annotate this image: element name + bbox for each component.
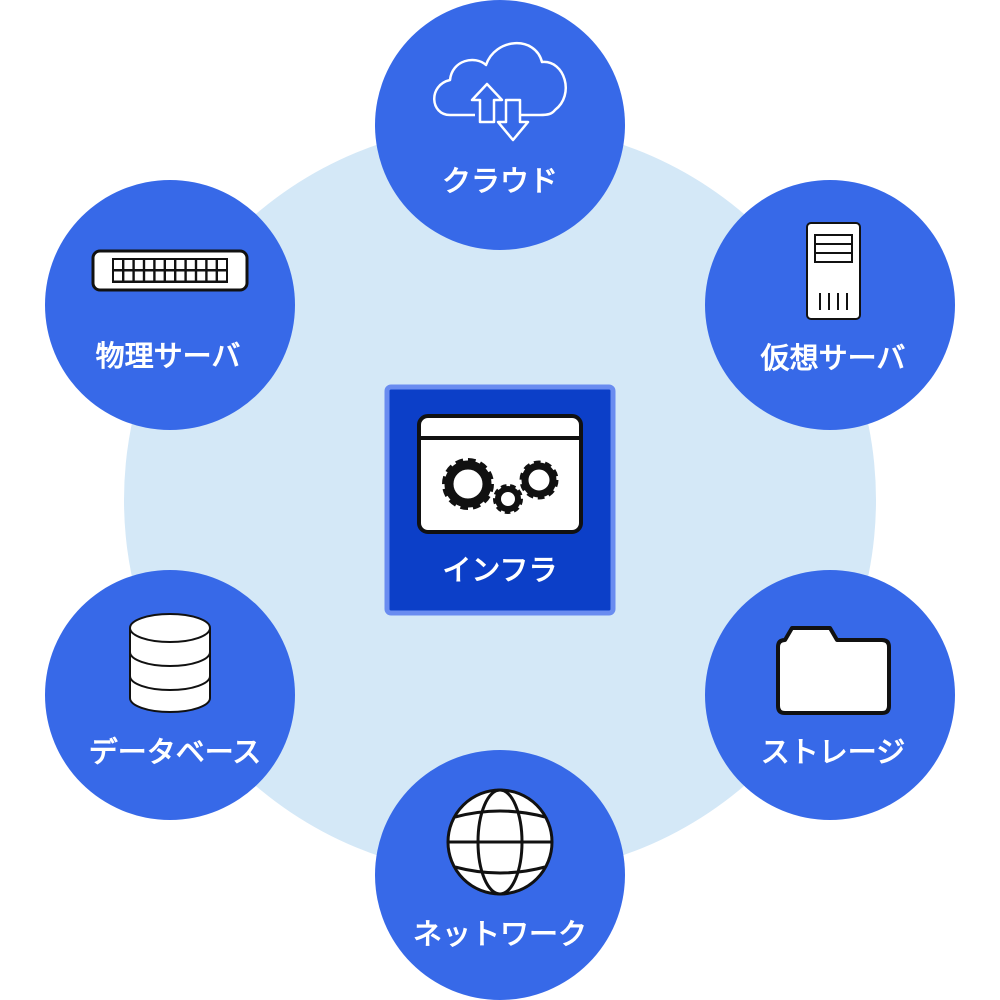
database-icon — [129, 613, 211, 713]
port-cell — [186, 271, 195, 281]
node-label: ストレージ — [761, 735, 905, 769]
node-label: ネットワーク — [413, 917, 587, 951]
port-cell — [134, 260, 143, 269]
node-storage: ストレージ — [705, 570, 955, 820]
port-cell — [124, 260, 133, 269]
port-cell — [176, 271, 185, 281]
port-cell — [176, 260, 185, 269]
port-cell — [155, 260, 164, 269]
port-cell — [166, 271, 174, 281]
port-cell — [218, 271, 226, 281]
node-label: データベース — [89, 735, 262, 769]
cloud-upload-download-icon — [433, 42, 567, 142]
center-infra-box: インフラ — [384, 384, 616, 616]
port-cell — [197, 260, 206, 269]
node-virtual-server: 仮想サーバ — [705, 180, 955, 430]
port-cell — [207, 271, 216, 281]
node-cloud: クラウド — [375, 0, 625, 250]
port-cell — [124, 271, 133, 281]
globe-icon — [446, 788, 554, 896]
rack-server-icon — [91, 249, 249, 292]
port-cell — [197, 271, 206, 281]
center-label: インフラ — [442, 553, 557, 587]
port-cell — [114, 271, 122, 281]
node-database: データベース — [45, 570, 295, 820]
port-cell — [207, 260, 216, 269]
port-cell — [145, 271, 154, 281]
port-cell — [155, 271, 164, 281]
port-cell — [114, 260, 122, 269]
node-label: 物理サーバ — [96, 339, 241, 373]
port-cell — [186, 260, 195, 269]
port-cell — [134, 271, 143, 281]
port-cell — [166, 260, 174, 269]
node-network: ネットワーク — [375, 750, 625, 1000]
port-cell — [218, 260, 226, 269]
node-label: 仮想サーバ — [760, 341, 906, 375]
port-cell — [145, 260, 154, 269]
folder-icon — [776, 626, 891, 715]
server-tower-icon — [806, 222, 861, 320]
window-gears-icon — [417, 414, 583, 534]
node-label: クラウド — [442, 164, 558, 198]
node-physical-server: 物理サーバ — [45, 180, 295, 430]
